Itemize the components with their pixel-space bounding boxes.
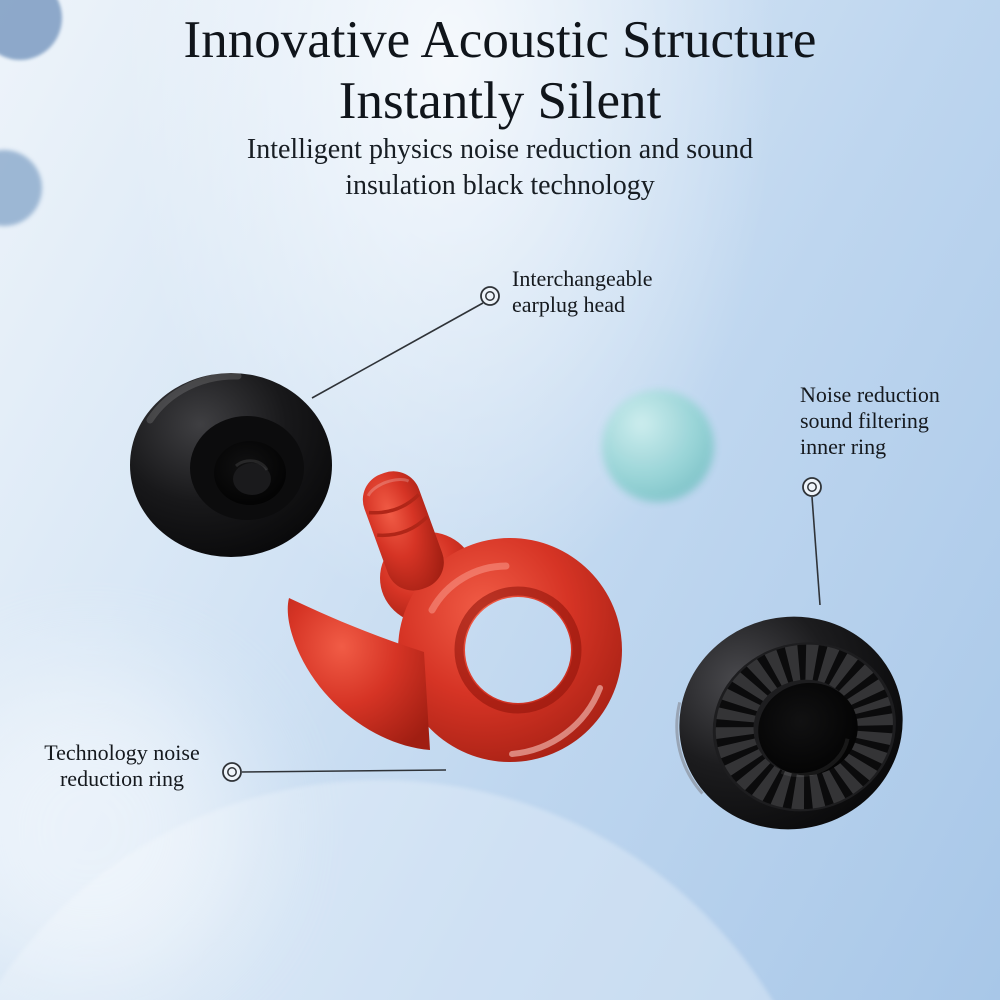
callout-marker-icon [480, 286, 500, 306]
callout-tech-ring-line-2: reduction ring [59, 766, 185, 791]
background-glow [0, 670, 250, 990]
callout-marker-icon [802, 477, 822, 497]
title-line-1: Innovative Acoustic Structure [183, 11, 817, 69]
callout-connectors [222, 286, 822, 782]
noise-filter-ring-part [675, 616, 903, 830]
subtitle-line-2: insulation black technology [345, 170, 655, 201]
page-subtitle: Intelligent physics noise reduction and … [0, 132, 1000, 204]
subtitle-line-1: Intelligent physics noise reduction and … [246, 134, 754, 165]
earplug-red-body-part [287, 471, 622, 762]
callout-marker-icon [222, 762, 242, 782]
callout-earplug-head: Interchangeable earplug head [512, 266, 652, 318]
title-line-2: Instantly Silent [338, 72, 662, 130]
callout-earplug-head-line-2: earplug head [512, 292, 625, 317]
callout-inner-ring: Noise reduction sound filtering inner ri… [800, 382, 940, 460]
callout-earplug-head-line-1: Interchangeable [512, 266, 653, 291]
teal-sphere [602, 390, 714, 502]
callout-tech-ring-line-1: Technology noise [44, 740, 200, 765]
earplug-head-part [130, 372, 332, 557]
page-header: Innovative Acoustic Structure Instantly … [0, 10, 1000, 204]
callout-inner-ring-line-3: inner ring [800, 434, 887, 459]
page-title: Innovative Acoustic Structure Instantly … [0, 10, 1000, 132]
callout-tech-ring: Technology noise reduction ring [26, 740, 218, 792]
callout-inner-ring-line-2: sound filtering [800, 408, 929, 433]
callout-inner-ring-line-1: Noise reduction [800, 382, 940, 407]
